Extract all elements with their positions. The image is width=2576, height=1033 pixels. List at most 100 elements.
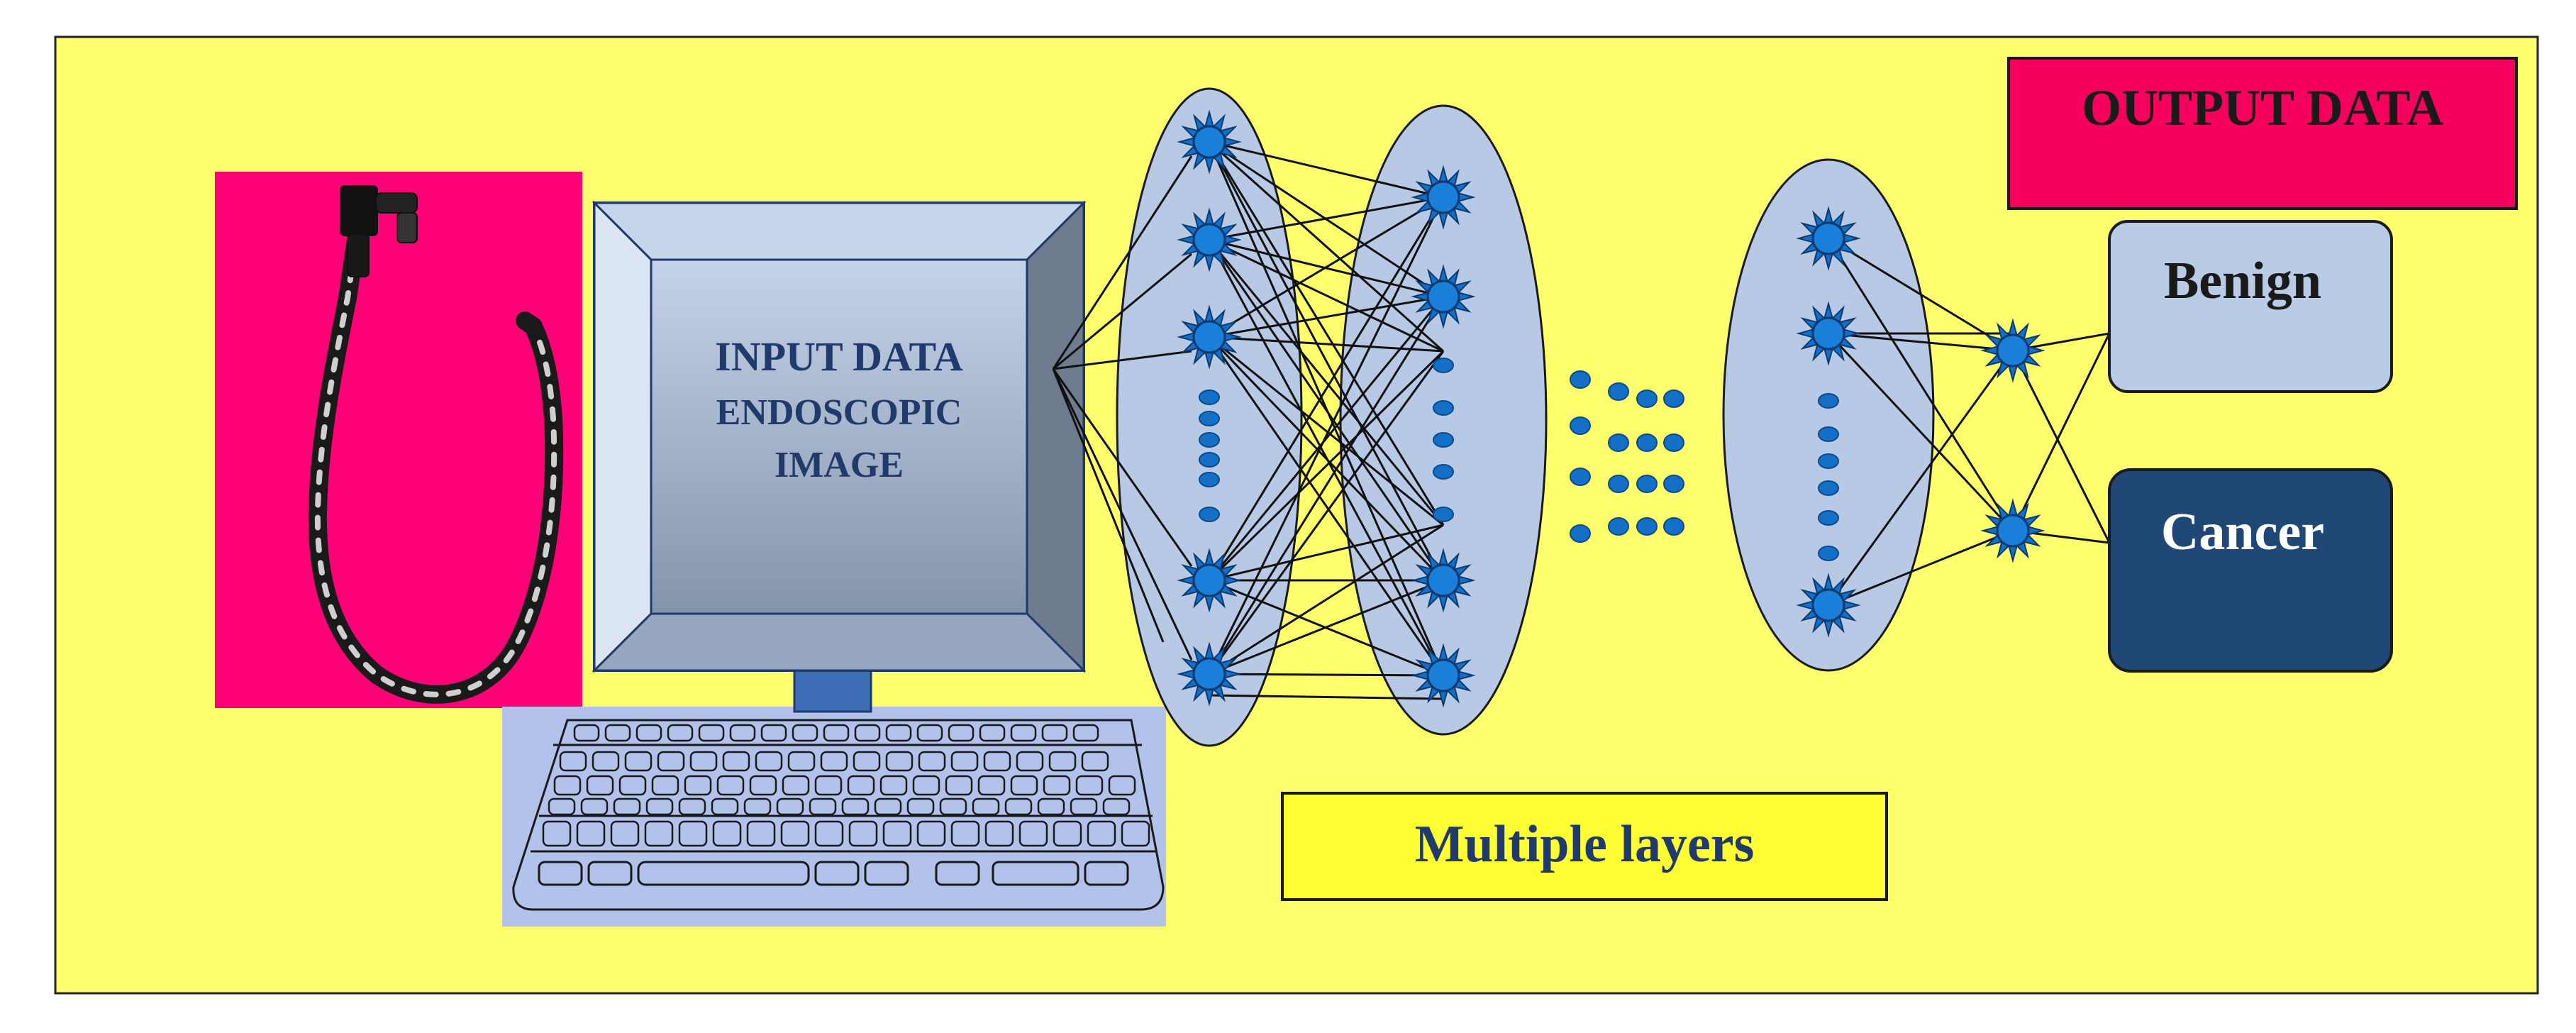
connection-line bbox=[1208, 350, 1445, 582]
keyboard-key bbox=[667, 724, 694, 742]
ellipsis-dot bbox=[1570, 468, 1591, 486]
keyboard-key bbox=[760, 724, 787, 742]
keyboard-key bbox=[749, 775, 777, 796]
layer-dot bbox=[1199, 432, 1220, 448]
keyboard-key bbox=[542, 820, 572, 847]
keyboard-key bbox=[576, 820, 606, 847]
keyboard-key bbox=[906, 797, 935, 816]
connection-line bbox=[1209, 524, 1444, 675]
keyboard-key bbox=[950, 820, 980, 847]
keyboard-key bbox=[972, 797, 1000, 816]
neuron-body bbox=[1192, 223, 1226, 257]
keyboard-key bbox=[711, 797, 739, 816]
keyboard-key bbox=[1048, 751, 1077, 772]
cancer-box bbox=[2108, 468, 2393, 673]
neuron-body bbox=[1192, 563, 1226, 597]
keyboard-key bbox=[698, 724, 725, 742]
keyboard-key bbox=[874, 797, 902, 816]
keyboard-key bbox=[1004, 797, 1033, 816]
keyboard-key bbox=[882, 820, 912, 847]
keyboard-key bbox=[1072, 724, 1099, 742]
keyboard-key bbox=[945, 775, 973, 796]
keyboard-key bbox=[684, 775, 712, 796]
connection-line bbox=[1209, 524, 1444, 582]
keyboard-key bbox=[1087, 820, 1116, 847]
benign-box bbox=[2108, 220, 2393, 393]
keyboard-key bbox=[729, 724, 756, 742]
keyboard-key bbox=[624, 751, 653, 772]
keyboard-key bbox=[645, 797, 674, 816]
keyboard-key bbox=[841, 797, 870, 816]
connection-line bbox=[1208, 197, 1445, 581]
connection-line bbox=[1208, 296, 1445, 675]
keyboard-key bbox=[1041, 724, 1068, 742]
layer-dot bbox=[1433, 464, 1454, 480]
connection-line bbox=[1827, 350, 2014, 606]
ellipsis-dot bbox=[1636, 433, 1658, 452]
neuron-icon bbox=[1980, 318, 2045, 383]
keyboard-key bbox=[553, 775, 582, 796]
connection-line bbox=[1208, 239, 1445, 526]
neuron-body bbox=[1996, 333, 2030, 368]
keyboard-key bbox=[787, 751, 816, 772]
neuron-icon bbox=[1411, 643, 1476, 708]
ellipsis-dot bbox=[1663, 517, 1684, 536]
multiple-layers-label: Multiple layers bbox=[1415, 815, 1755, 873]
connection-line bbox=[1208, 141, 1445, 581]
neuron-icon bbox=[1177, 109, 1242, 175]
keyboard-key bbox=[716, 775, 745, 796]
layer-dot bbox=[1818, 453, 1839, 469]
keyboard-key bbox=[977, 775, 1006, 796]
connection-line bbox=[2011, 333, 2111, 531]
connection-line bbox=[1208, 141, 1445, 526]
connection-line bbox=[1209, 238, 1444, 353]
keyboard-key bbox=[916, 724, 943, 742]
layer-dot bbox=[1818, 546, 1839, 561]
connection-line bbox=[1208, 197, 1445, 675]
output-data-box bbox=[2007, 57, 2518, 210]
connection-line bbox=[1208, 296, 1445, 581]
keyboard-key bbox=[1037, 797, 1065, 816]
neuron-body bbox=[1426, 658, 1460, 692]
connection-line bbox=[1209, 336, 1444, 353]
keyboard-key bbox=[1043, 775, 1071, 796]
layer-dot bbox=[1199, 452, 1220, 468]
keyboard-key bbox=[848, 820, 878, 847]
layer-dot bbox=[1433, 432, 1454, 448]
cancer-label: Cancer bbox=[2161, 503, 2324, 561]
keyboard-key bbox=[657, 751, 685, 772]
neuron-body bbox=[1426, 563, 1460, 597]
connection-line bbox=[1828, 332, 2014, 352]
keyboard-key bbox=[1102, 797, 1131, 816]
keyboard-key bbox=[580, 797, 609, 816]
keyboard-key bbox=[885, 724, 912, 742]
keyboard-key bbox=[854, 724, 881, 742]
keyboard-key bbox=[809, 797, 837, 816]
keyboard-keys bbox=[542, 724, 1150, 847]
keyboard-key bbox=[879, 775, 908, 796]
keyboard-key bbox=[644, 820, 674, 847]
keyboard-key bbox=[743, 797, 772, 816]
ellipsis-dot bbox=[1663, 390, 1684, 408]
connection-line bbox=[1827, 238, 2014, 531]
input-data-line3: IMAGE bbox=[775, 445, 904, 485]
connection-line bbox=[1828, 529, 2014, 607]
ellipsis-dot bbox=[1663, 433, 1684, 452]
ellipsis-dot bbox=[1636, 390, 1658, 408]
keyboard-key bbox=[592, 751, 620, 772]
ellipsis-dot bbox=[1570, 524, 1591, 543]
connection-line bbox=[1828, 237, 2014, 352]
ellipsis-dot bbox=[1608, 433, 1629, 452]
neuron-icon bbox=[1177, 207, 1242, 272]
connection-line bbox=[1053, 350, 1192, 370]
neuron-icon bbox=[1411, 165, 1476, 230]
layer-dot bbox=[1818, 393, 1839, 409]
keyboard-key bbox=[722, 751, 750, 772]
keyboard-key bbox=[548, 797, 576, 816]
keyboard-key bbox=[678, 820, 708, 847]
neuron-icon bbox=[1177, 548, 1242, 613]
connection-line bbox=[2011, 350, 2111, 543]
neurons bbox=[1177, 109, 2045, 708]
keyboard-key bbox=[635, 724, 662, 742]
